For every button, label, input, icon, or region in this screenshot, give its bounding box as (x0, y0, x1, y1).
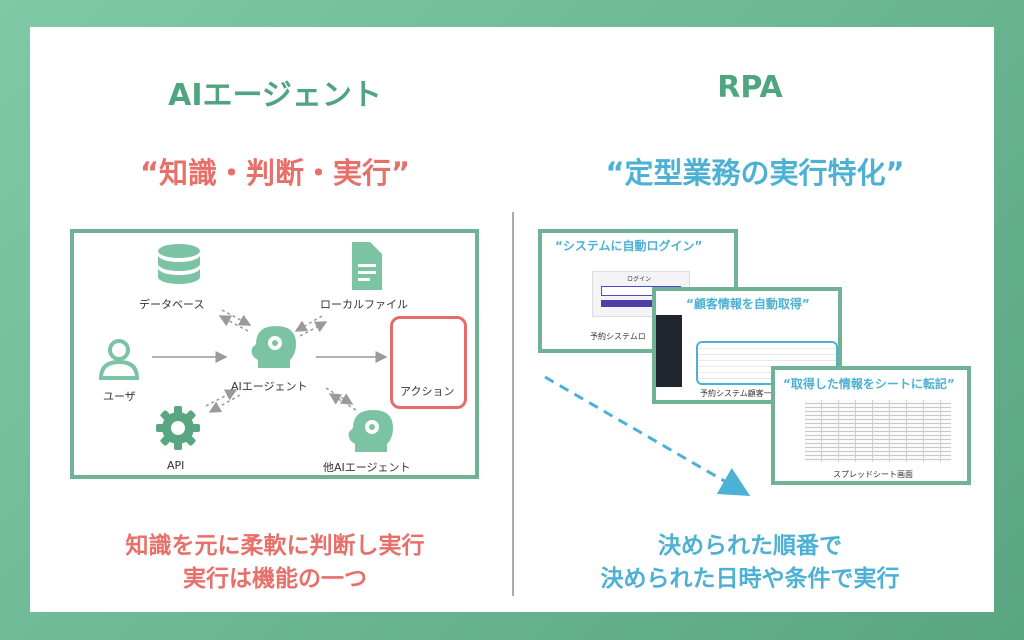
ai-agent-quote: “知識・判断・実行” (139, 156, 411, 190)
dashed-connectors (205, 309, 357, 413)
customer-shot-title: “顧客情報を自動取得” (686, 297, 810, 311)
login-shot-caption: 予約システムロ (590, 332, 646, 341)
rpa-flow-arrow (544, 375, 751, 497)
local-file-label: ローカルファイル (320, 298, 408, 311)
ai-agent-heading: AIエージェント (168, 78, 382, 113)
login-panel-label: ログイン (627, 276, 652, 283)
login-button (601, 300, 679, 307)
other-agent-label: 他AIエージェント (323, 461, 411, 474)
ai-agent-label: AIエージェント (231, 380, 308, 393)
api-label: API (167, 459, 185, 472)
spreadsheet-shot-caption: スプレッドシート画面 (833, 470, 913, 479)
action-highlight-box (390, 316, 467, 409)
rpa-heading: RPA (717, 70, 783, 105)
other-agent-head-icon (348, 410, 393, 452)
customer-shot-caption: 予約システム顧客一覧 (700, 389, 780, 398)
spreadsheet-shot-title: “取得した情報をシートに転記” (783, 377, 955, 391)
column-divider (512, 212, 514, 596)
user-label: ユーザ (103, 390, 136, 403)
login-shot-title: “システムに自動ログイン” (555, 239, 703, 253)
rpa-quote: “定型業務の実行特化” (605, 156, 905, 190)
rpa-spreadsheet-screenshot (771, 366, 971, 485)
ai-agent-head-icon (251, 326, 296, 368)
user-icon (98, 339, 140, 380)
customer-list-sidebar (656, 315, 682, 387)
ai-agent-summary-line2: 実行は機能の一つ (183, 566, 367, 592)
rpa-summary: 決められた順番で 決められた日時や条件で実行 (540, 530, 960, 596)
ai-agent-summary-line1: 知識を元に柔軟に判断し実行 (125, 533, 425, 559)
rpa-summary-line1: 決められた順番で (658, 533, 842, 559)
ai-agent-summary: 知識を元に柔軟に判断し実行 実行は機能の一つ (70, 530, 480, 596)
database-icon (158, 244, 200, 284)
gear-icon (156, 406, 200, 450)
database-label: データベース (139, 298, 205, 311)
spreadsheet-grid (805, 400, 951, 462)
file-icon (352, 242, 382, 290)
rpa-summary-line2: 決められた日時や条件で実行 (600, 566, 900, 592)
action-label: アクション (400, 385, 455, 398)
